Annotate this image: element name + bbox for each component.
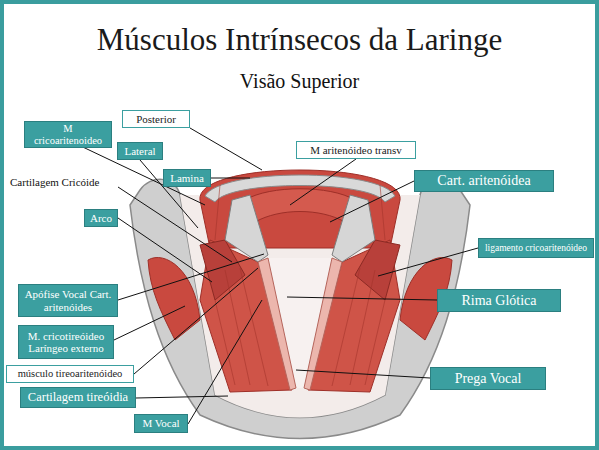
diagram-subtitle: Visão Superior <box>0 70 599 93</box>
box-text: músculo tireoaritenóideo <box>18 368 123 380</box>
vocal-fold <box>304 258 342 390</box>
box-text: Arco <box>90 212 112 224</box>
label-box: Cartilagem tireóidia <box>20 387 136 408</box>
label-box: Rima Glótica <box>437 289 561 312</box>
label-box: Prega Vocal <box>430 367 546 390</box>
label-box: Lateral <box>117 142 163 160</box>
label-box: Cart. aritenóidea <box>414 170 554 192</box>
box-text: Lamina <box>170 172 204 184</box>
box-text: Apófise Vocal Cart. aritenóides <box>22 288 114 312</box>
transverse-arytenoid <box>245 189 355 222</box>
label-box: M aritenóideo transv <box>296 141 416 159</box>
label-box: M cricoaritenoideo <box>24 121 112 148</box>
label-box: Lamina <box>163 169 211 187</box>
cricothyroid-muscle <box>148 258 200 341</box>
vocal-fold <box>258 258 296 390</box>
box-text: M. cricotireóideo Laríngeo externo <box>22 330 110 354</box>
label-box: ligamento cricoaritenóideo <box>478 238 594 258</box>
box-text: Prega Vocal <box>455 371 522 386</box>
arytenoid-cartilage <box>225 195 268 262</box>
label-box: músculo tireoaritenóideo <box>6 365 134 383</box>
label-box: Arco <box>84 209 118 227</box>
label-box: M Vocal <box>134 414 188 433</box>
arytenoid-cartilage <box>332 195 375 262</box>
box-text: M cricoaritenoideo <box>28 123 108 146</box>
box-text: Lateral <box>124 145 155 157</box>
box-text: M aritenóideo transv <box>310 144 402 156</box>
label-box: M. cricotireóideo Laríngeo externo <box>18 325 114 359</box>
box-text: Cart. aritenóidea <box>437 173 530 188</box>
box-text: Posterior <box>136 113 176 125</box>
part-label: Cartilagem Cricóide <box>10 176 140 188</box>
box-text: M Vocal <box>142 417 179 429</box>
diagram-title: Músculos Intrínsecos da Laringe <box>0 22 599 58</box>
label-box: Apófise Vocal Cart. aritenóides <box>18 284 118 317</box>
box-text: Cartilagem tireóidia <box>28 391 128 405</box>
box-text: ligamento cricoaritenóideo <box>485 243 587 253</box>
label-box: Posterior <box>122 110 190 128</box>
box-text: Rima Glótica <box>461 293 536 308</box>
